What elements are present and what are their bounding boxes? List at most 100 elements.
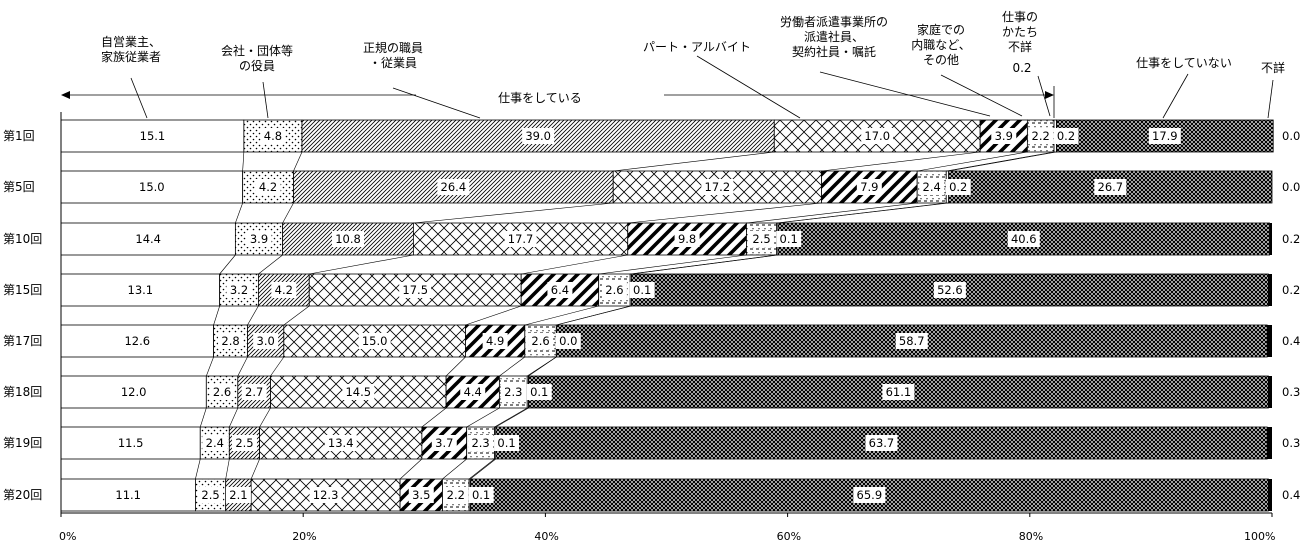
value-label: 15.1 xyxy=(140,129,166,143)
value-label-bg xyxy=(1094,179,1127,195)
connector-line xyxy=(613,151,775,172)
legend-leader-line xyxy=(262,81,269,119)
connector-line xyxy=(777,202,949,224)
connector-line xyxy=(524,305,599,326)
connector-line xyxy=(195,458,201,480)
value-label-bg xyxy=(674,231,700,247)
value-label: 0.4 xyxy=(1282,334,1300,348)
value-label-bg xyxy=(865,435,898,451)
category-label: 第18回 xyxy=(3,385,42,399)
value-label: 3.9 xyxy=(250,232,268,246)
value-label-bg xyxy=(202,435,228,451)
value-label-bg xyxy=(437,179,470,195)
connector-line xyxy=(821,151,981,172)
value-label: 2.6 xyxy=(531,334,549,348)
value-label: 39.0 xyxy=(525,129,551,143)
value-label-bg xyxy=(482,333,508,349)
value-label-bg xyxy=(861,128,894,144)
category-label: 第15回 xyxy=(3,283,42,297)
legend-leader-line xyxy=(1037,75,1051,117)
legend-label-part-time: パート・アルバイト xyxy=(643,40,751,54)
bar-segment-series-0 xyxy=(60,222,236,256)
connector-lines xyxy=(195,151,1057,480)
bar-segment-series-0 xyxy=(60,478,196,512)
value-label: 0.3 xyxy=(1282,436,1300,450)
legend-label-executive: 会社・団体等の役員 xyxy=(221,43,293,73)
bar-segment-series-8 xyxy=(1267,325,1272,357)
value-label-bg xyxy=(526,384,552,400)
value-label: 12.0 xyxy=(121,385,147,399)
connector-line xyxy=(468,458,495,480)
value-label-bg xyxy=(460,384,486,400)
value-label-bg xyxy=(504,231,537,247)
legend: 自営業主、家族従業者会社・団体等の役員正規の職員・従業員パート・アルバイト労働者… xyxy=(61,10,1285,119)
value-label-bg xyxy=(528,333,554,349)
connector-line xyxy=(948,151,1057,172)
connector-line xyxy=(259,407,271,428)
legend-leader-line xyxy=(696,55,801,119)
value-label: 13.1 xyxy=(128,283,154,297)
x-tick-label: 0% xyxy=(59,530,76,543)
value-label: 0.2 xyxy=(1282,283,1300,297)
value-label-bg xyxy=(468,487,494,503)
category-label: 第19回 xyxy=(3,436,42,450)
value-label: 3.7 xyxy=(435,436,453,450)
value-label-bg xyxy=(749,231,775,247)
connector-line xyxy=(399,458,423,480)
value-label: 0.2 xyxy=(1057,129,1075,143)
bar-segment-series-0 xyxy=(60,170,244,204)
connector-line xyxy=(946,151,1055,172)
value-label: 4.9 xyxy=(486,334,504,348)
value-label: 2.5 xyxy=(235,436,253,450)
value-label-bg xyxy=(226,282,252,298)
connector-line xyxy=(631,254,778,275)
value-label: 61.1 xyxy=(886,385,912,399)
connector-line xyxy=(309,254,414,275)
value-label: 4.4 xyxy=(464,385,482,399)
value-label-bg xyxy=(853,487,886,503)
category-label: 第1回 xyxy=(3,129,35,143)
value-label-bg xyxy=(933,282,966,298)
connector-line xyxy=(470,458,496,480)
connector-line xyxy=(494,407,528,428)
value-label: 0.0 xyxy=(1282,129,1300,143)
value-label: 4.8 xyxy=(264,129,282,143)
value-label: 13.4 xyxy=(328,436,354,450)
value-label-bg xyxy=(260,128,286,144)
value-label: 4.2 xyxy=(259,180,277,194)
value-label-bg xyxy=(1148,128,1181,144)
legend-leader-line xyxy=(1267,79,1274,119)
category-label: 第10回 xyxy=(3,232,42,246)
value-label: 3.9 xyxy=(995,129,1013,143)
connector-line xyxy=(598,254,747,275)
value-label: 10.8 xyxy=(335,232,361,246)
value-label-bg xyxy=(919,179,945,195)
value-label-bg xyxy=(431,435,457,451)
value-label: 3.0 xyxy=(257,334,275,348)
value-label-bg xyxy=(991,128,1017,144)
legend-leader-line xyxy=(1162,73,1189,119)
value-label: 0.1 xyxy=(472,488,490,502)
value-label: 0.3 xyxy=(1282,385,1300,399)
bar-segment-series-0 xyxy=(60,375,207,409)
legend-label-home: 家庭での内職など、その他 xyxy=(911,22,970,67)
value-label-bg xyxy=(776,231,802,247)
value-label-bg xyxy=(856,179,882,195)
value-label-bg xyxy=(629,282,655,298)
value-label: 26.7 xyxy=(1098,180,1124,194)
value-label: 2.1 xyxy=(229,488,247,502)
connector-line xyxy=(206,356,214,377)
bar-segment-series-8 xyxy=(1268,274,1272,306)
value-label: 2.4 xyxy=(923,180,941,194)
value-label: 17.9 xyxy=(1152,129,1178,143)
value-label-bg xyxy=(246,231,272,247)
value-label: 0.1 xyxy=(530,385,548,399)
value-label: 63.7 xyxy=(869,436,895,450)
value-label: 2.6 xyxy=(605,283,623,297)
connector-line xyxy=(917,151,1028,172)
connector-line xyxy=(627,202,822,224)
